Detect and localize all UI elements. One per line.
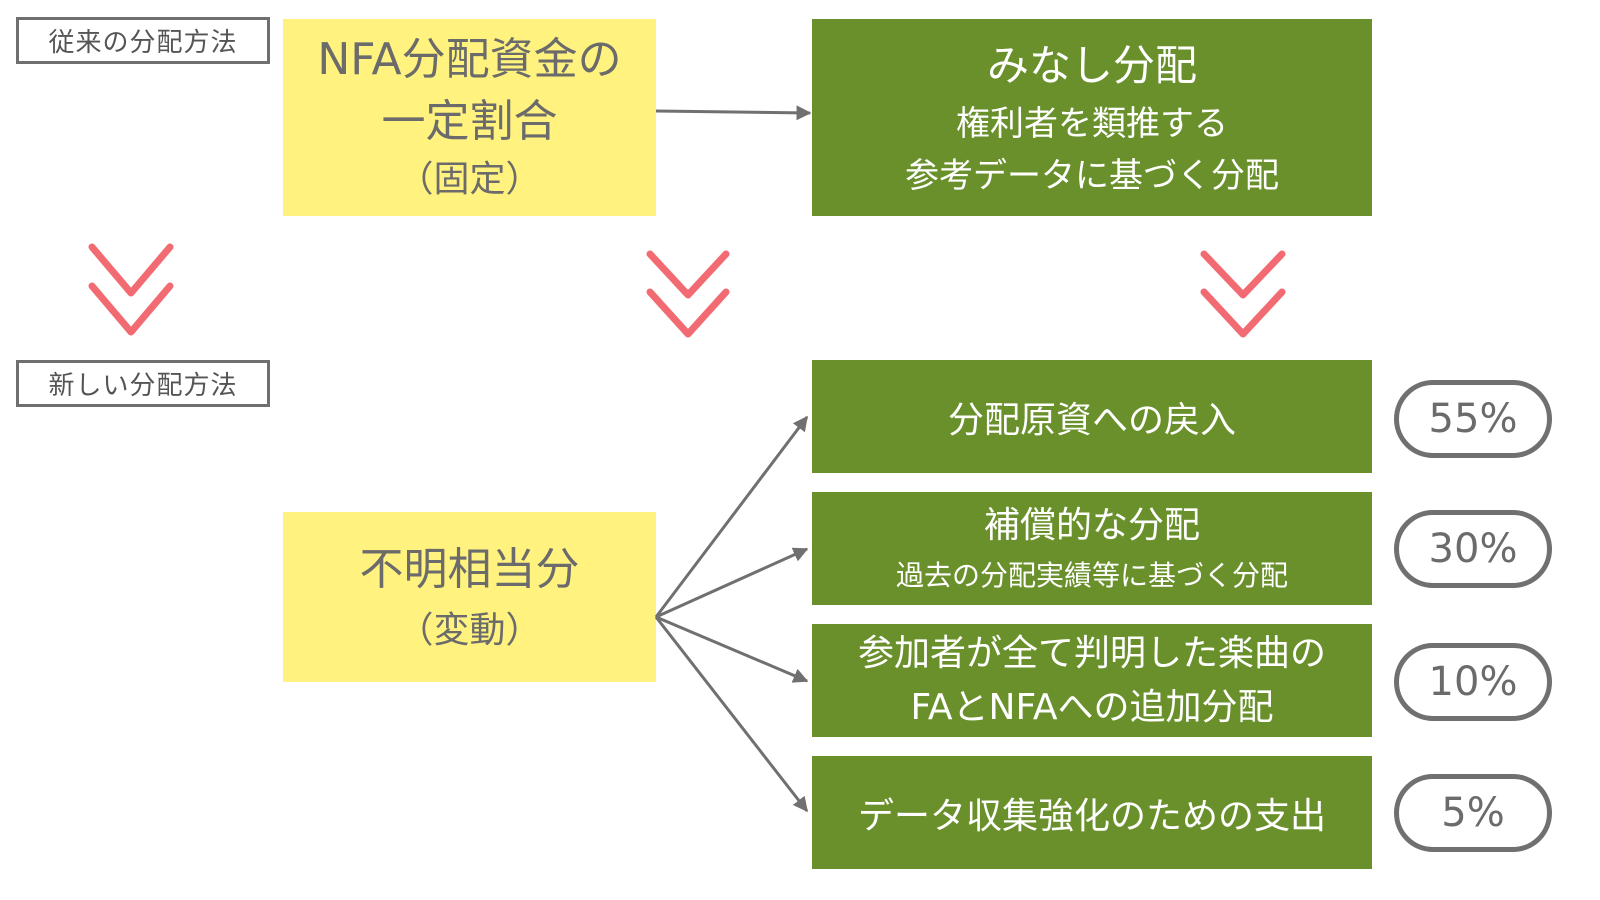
target-title: データ収集強化のための支出 bbox=[857, 795, 1326, 837]
old-source-line1: NFA分配資金の bbox=[317, 33, 622, 85]
target-box-compensation: 補償的な分配 過去の分配実績等に基づく分配 bbox=[812, 492, 1372, 605]
percent-badge-5: 5% bbox=[1394, 774, 1552, 852]
deemed-distribution-title: みなし分配 bbox=[986, 40, 1197, 90]
old-source-box: NFA分配資金の 一定割合 （固定） bbox=[283, 19, 656, 216]
percent-badge-10: 10% bbox=[1394, 643, 1552, 721]
target-sub: 過去の分配実績等に基づく分配 bbox=[895, 558, 1288, 592]
target-sub: FAとNFAへの追加分配 bbox=[910, 686, 1274, 728]
arrow-to-additional bbox=[655, 615, 809, 683]
arrow-to-compensation bbox=[655, 547, 809, 619]
deemed-distribution-line2: 権利者を類推する bbox=[956, 103, 1228, 144]
new-source-line1: 不明相当分 bbox=[359, 544, 580, 595]
percent-value: 30% bbox=[1428, 526, 1518, 572]
double-chevron-down-icon bbox=[646, 250, 730, 338]
old-method-label-text: 従来の分配方法 bbox=[48, 28, 238, 58]
percent-value: 10% bbox=[1428, 659, 1518, 705]
new-method-label-text: 新しい分配方法 bbox=[48, 371, 238, 401]
target-box-additional: 参加者が全て判明した楽曲の FAとNFAへの追加分配 bbox=[812, 624, 1372, 737]
new-source-line2: （変動） bbox=[397, 610, 542, 651]
percent-badge-55: 55% bbox=[1394, 380, 1552, 458]
double-chevron-down-icon bbox=[88, 243, 174, 336]
percent-value: 5% bbox=[1441, 790, 1505, 836]
target-title: 参加者が全て判明した楽曲の bbox=[857, 632, 1326, 674]
target-box-return: 分配原資への戻入 bbox=[812, 360, 1372, 473]
old-source-line2: 一定割合 bbox=[381, 95, 558, 147]
arrow-to-return bbox=[654, 415, 809, 618]
double-chevron-down-icon bbox=[1200, 250, 1286, 338]
target-box-data-collection: データ収集強化のための支出 bbox=[812, 756, 1372, 869]
deemed-distribution-box: みなし分配 権利者を類推する 参考データに基づく分配 bbox=[812, 19, 1372, 216]
old-source-line3: （固定） bbox=[397, 158, 542, 200]
deemed-distribution-line3: 参考データに基づく分配 bbox=[905, 155, 1279, 196]
new-method-label: 新しい分配方法 bbox=[16, 360, 270, 407]
arrow-to-data-collection bbox=[654, 616, 809, 813]
arrow-old-flow bbox=[655, 105, 812, 121]
target-title: 補償的な分配 bbox=[983, 504, 1200, 546]
percent-badge-30: 30% bbox=[1394, 510, 1552, 588]
percent-value: 55% bbox=[1428, 396, 1518, 442]
target-title: 分配原資への戻入 bbox=[947, 399, 1236, 441]
old-method-label: 従来の分配方法 bbox=[16, 17, 270, 64]
new-source-box: 不明相当分 （変動） bbox=[283, 512, 656, 682]
